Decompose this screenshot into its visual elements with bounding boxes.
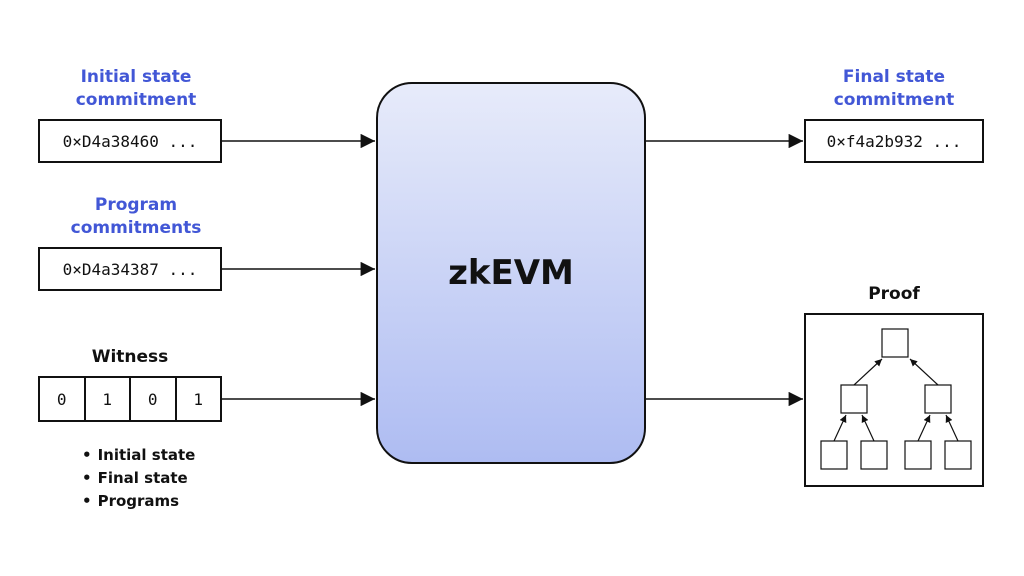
final-state-value: 0×f4a2b932 ... [826, 131, 962, 151]
witness-label-text: Witness [91, 347, 169, 367]
zkevm-title: zkEVM [448, 253, 574, 293]
witness-bit: 0 [40, 378, 86, 420]
tree-edge [861, 414, 875, 442]
initial-state-label: Initial state commitment [38, 66, 234, 112]
final-state-value-box: 0×f4a2b932 ... [804, 119, 984, 163]
tree-root-node [881, 328, 909, 358]
witness-bullet-item: Initial state [82, 444, 196, 467]
final-state-label-line2: commitment [833, 90, 955, 110]
program-value: 0×D4a34387 ... [62, 259, 198, 279]
witness-bit: 1 [193, 389, 204, 409]
zkevm-box: zkEVM [376, 82, 646, 464]
tree-leaf-node [820, 440, 848, 470]
tree-edge [853, 358, 883, 386]
witness-bullet-item: Programs [82, 490, 195, 513]
initial-state-value-box: 0×D4a38460 ... [38, 119, 222, 163]
witness-bit: 1 [86, 378, 131, 420]
tree-leaf-node [860, 440, 888, 470]
merkle-tree-diagram [820, 328, 972, 470]
proof-label-text: Proof [868, 284, 920, 304]
tree-leaf-node [904, 440, 932, 470]
program-label-line2: commitments [70, 218, 202, 238]
final-state-label-line1: Final state [842, 67, 946, 87]
initial-state-label-line1: Initial state [80, 67, 192, 87]
witness-label: Witness [38, 346, 222, 369]
tree-edge [909, 358, 939, 386]
proof-label: Proof [804, 283, 984, 306]
initial-state-value: 0×D4a38460 ... [62, 131, 198, 151]
tree-node [924, 384, 952, 414]
proof-tree-box [804, 313, 984, 487]
witness-bullet-list: Initial state Final state Programs [82, 444, 196, 513]
tree-edge [833, 414, 847, 442]
initial-state-label-line2: commitment [75, 90, 197, 110]
tree-leaf-node [944, 440, 972, 470]
witness-bullet-item: Final state [82, 467, 195, 490]
tree-edge [917, 414, 931, 442]
witness-bit: 0 [131, 378, 177, 420]
program-label-line1: Program [94, 195, 178, 215]
tree-node [840, 384, 868, 414]
program-value-box: 0×D4a34387 ... [38, 247, 222, 291]
final-state-label: Final state commitment [804, 66, 984, 112]
tree-edge [945, 414, 959, 442]
program-label: Program commitments [38, 194, 234, 240]
witness-bits: 0 1 0 1 [38, 376, 222, 422]
